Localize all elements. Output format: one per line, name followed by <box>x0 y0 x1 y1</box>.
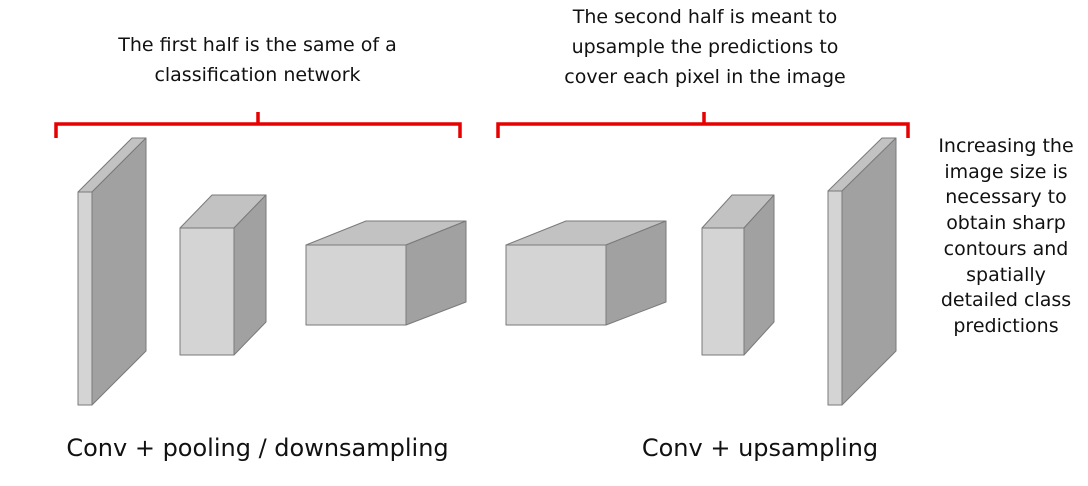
image-size-note-line: necessary to <box>945 186 1067 209</box>
decoder-block-1 <box>505 220 667 326</box>
encoder-block-3 <box>305 220 467 326</box>
decoder-note-line: The second half is meant to <box>572 6 838 28</box>
image-size-note-line: detailed class <box>940 289 1072 312</box>
encoder-caption: Conv + pooling / downsampling <box>66 434 449 462</box>
image-size-note-line: Increasing the <box>938 135 1074 157</box>
encoder-block-2 <box>179 194 267 356</box>
decoder-block-2 <box>701 194 775 356</box>
decoder-note-line: upsample the predictions to <box>571 36 839 58</box>
decoder-bracket <box>496 112 910 138</box>
image-size-note-line: predictions <box>953 314 1059 337</box>
encoder-note-line: classification network <box>154 64 361 86</box>
encoder-note-line: The first half is the same of a <box>118 34 397 56</box>
encoder-bracket <box>54 112 462 138</box>
decoder-caption: Conv + upsampling <box>641 434 879 462</box>
image-size-note-line: contours and <box>943 237 1069 260</box>
decoder-note-line: cover each pixel in the image <box>564 66 846 88</box>
decoder-block-3 <box>827 137 897 406</box>
encoder-note: The first half is the same of a classifi… <box>55 30 460 90</box>
decoder-note: The second half is meant to upsample the… <box>500 2 910 92</box>
image-size-note-line: obtain sharp <box>946 212 1066 235</box>
image-size-note-line: spatially <box>966 263 1046 286</box>
encoder-block-1 <box>77 137 147 406</box>
image-size-note: Increasing the image size is necessary t… <box>924 134 1088 340</box>
image-size-note-line: image size is <box>944 160 1068 183</box>
